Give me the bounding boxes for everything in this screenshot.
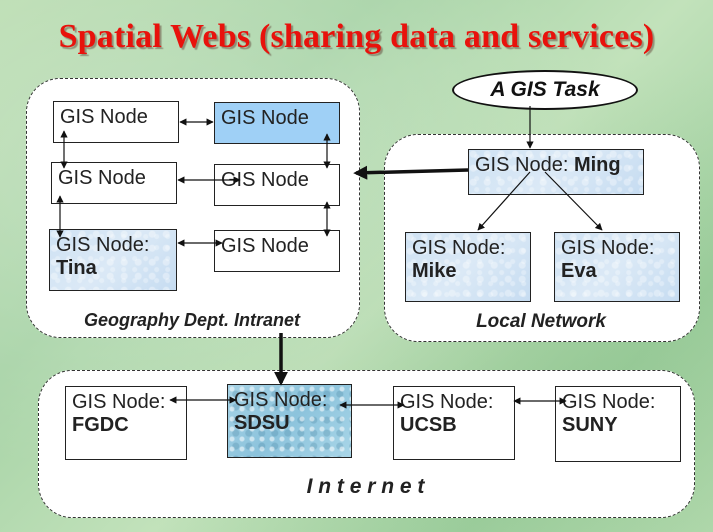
gis-task-ellipse: A GIS Task	[452, 70, 638, 110]
node-label: GIS Node	[60, 106, 148, 128]
node-label: GIS Node:	[56, 234, 150, 256]
node-name: SDSU	[234, 412, 290, 434]
gis-node-g6: GIS Node	[214, 230, 340, 272]
geography-intranet-label: Geography Dept. Intranet	[83, 310, 301, 330]
gis-node-g2: GIS Node	[214, 102, 340, 144]
gis-node-fgdc: GIS Node: FGDC	[65, 386, 187, 460]
gis-node-sdsu: GIS Node: SDSU	[227, 384, 352, 458]
internet-label: I n t e r n e t	[306, 475, 425, 498]
gis-node-suny: GIS Node: SUNY	[555, 386, 681, 462]
node-label: GIS Node:	[234, 389, 328, 411]
gis-node-mike: GIS Node: Mike	[405, 232, 531, 302]
node-label: GIS Node:	[400, 391, 494, 413]
gis-node-eva: GIS Node: Eva	[554, 232, 680, 302]
gis-node-g3: GIS Node	[51, 162, 177, 204]
node-name: FGDC	[72, 414, 129, 436]
node-name: SUNY	[562, 414, 618, 436]
node-label: GIS Node	[58, 167, 146, 189]
node-label: GIS Node:	[412, 237, 506, 259]
page-title: Spatial Webs (sharing data and services)	[58, 18, 655, 55]
node-name: Eva	[561, 260, 597, 282]
link-ming-eva	[544, 171, 603, 231]
node-label: GIS Node	[221, 235, 309, 257]
node-name: UCSB	[400, 414, 457, 436]
node-label: GIS Node:	[562, 391, 656, 413]
node-name: Tina	[56, 257, 97, 279]
link-ming-mike	[477, 171, 531, 231]
node-name: Ming	[573, 154, 621, 176]
node-label: GIS Node	[221, 107, 309, 129]
link-ming-geography	[353, 165, 469, 180]
gis-node-g4: GIS Node	[214, 164, 340, 206]
gis-node-ucsb: GIS Node: UCSB	[393, 386, 515, 460]
node-label: GIS Node	[221, 169, 309, 191]
gis-node-g1: GIS Node	[53, 101, 179, 143]
local-network-label: Local Network	[476, 311, 606, 332]
node-name: Mike	[412, 260, 457, 282]
node-label: GIS Node:	[475, 154, 574, 176]
node-label: GIS Node:	[72, 391, 166, 413]
gis-node-tina: GIS Node: Tina	[49, 229, 177, 291]
gis-node-ming: GIS Node: Ming	[468, 149, 644, 195]
node-label: GIS Node:	[561, 237, 655, 259]
